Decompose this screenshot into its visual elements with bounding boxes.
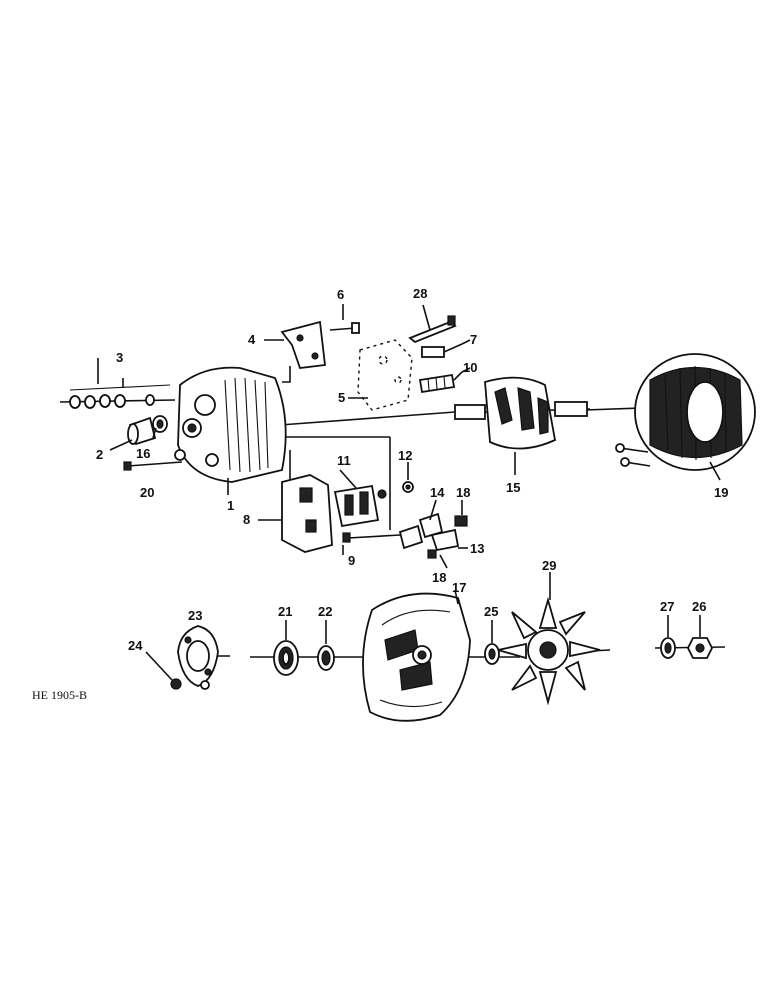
callout-18-lower: 18 [432, 570, 446, 585]
callout-24: 24 [128, 638, 143, 653]
figure-code: HE 1905-B [32, 688, 87, 702]
callout-8: 8 [243, 512, 250, 527]
bolt-10 [418, 371, 463, 394]
callout-22: 22 [318, 604, 332, 619]
mounting-bolt [123, 461, 183, 471]
callout-29: 29 [542, 558, 556, 573]
drive-end-frame [174, 366, 287, 495]
callout-10: 10 [463, 360, 477, 375]
callout-27: 27 [660, 599, 674, 614]
screw-6 [329, 322, 360, 334]
shaft-axis-line-right [584, 407, 641, 411]
callout-6: 6 [337, 287, 344, 302]
callout-17: 17 [452, 580, 466, 595]
callout-4: 4 [248, 332, 256, 347]
callout-26: 26 [692, 599, 706, 614]
shaft-axis-line [279, 411, 456, 426]
callout-14: 14 [430, 485, 445, 500]
drive-end-housing [362, 589, 471, 722]
nut-12 [402, 481, 414, 493]
leader-lines [97, 304, 471, 569]
adjusting-brace [264, 320, 326, 383]
spacer-22 [317, 620, 335, 671]
lock-washer-27 [660, 615, 676, 659]
callout-3: 3 [116, 350, 123, 365]
cooling-fan [497, 572, 601, 706]
bolt-7 [421, 343, 463, 358]
stator-assembly [615, 353, 756, 481]
callout-20: 20 [140, 485, 154, 500]
through-bolt-set [59, 378, 176, 409]
bearing-21 [273, 620, 299, 676]
callout-25: 25 [484, 604, 498, 619]
callout-23: 23 [188, 608, 202, 623]
callout-16: 16 [136, 446, 150, 461]
retainer-plate [177, 625, 219, 687]
diode-assembly [398, 499, 468, 559]
callout-5: 5 [338, 390, 345, 405]
callout-28: 28 [413, 286, 427, 301]
callout-13: 13 [470, 541, 484, 556]
rectifier-bridge [258, 474, 333, 553]
callout-9: 9 [348, 553, 355, 568]
callout-labels: 1 2 3 4 5 6 7 8 9 10 11 12 13 14 15 16 1… [96, 286, 728, 653]
callout-2: 2 [96, 447, 103, 462]
callout-15: 15 [506, 480, 520, 495]
spacer-25 [484, 620, 500, 665]
sleeve-and-nut [109, 415, 168, 451]
callout-11: 11 [337, 453, 351, 468]
screw-9 [342, 532, 401, 543]
terminal-bar [408, 304, 457, 344]
callout-21: 21 [278, 604, 292, 619]
callout-12: 12 [398, 448, 412, 463]
brush-holder [333, 469, 387, 528]
callout-7: 7 [470, 332, 477, 347]
callout-19: 19 [714, 485, 728, 500]
callout-18-upper: 18 [456, 485, 470, 500]
callout-1: 1 [227, 498, 234, 513]
regulator-plate [348, 339, 413, 411]
pulley-nut-26 [686, 615, 714, 659]
retainer-screws [145, 651, 210, 690]
rotor-assembly [454, 376, 591, 475]
